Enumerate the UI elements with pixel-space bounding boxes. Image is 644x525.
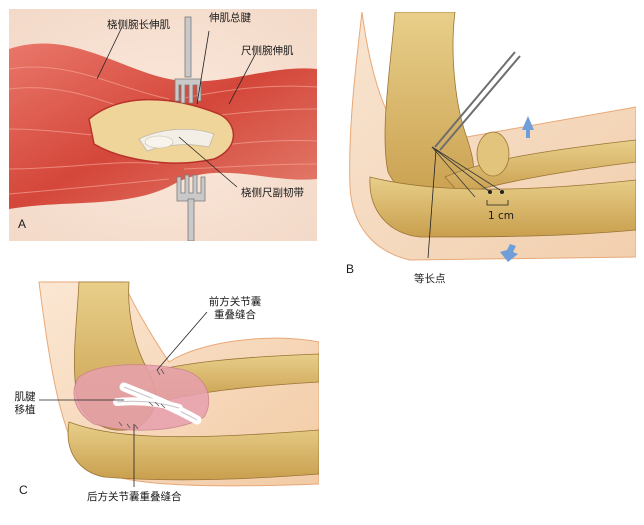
- label-isometric-point: 等长点: [414, 273, 446, 285]
- label-posterior-capsule: 后方关节囊重叠缝合: [87, 491, 182, 503]
- label-lucl: 桡侧尺副韧带: [241, 187, 304, 199]
- label-tendon-graft: 肌腱 移植: [11, 391, 39, 417]
- panel-a-letter: A: [18, 217, 27, 231]
- panel-c: 前方关节囊 重叠缝合 肌腱 移植 后方关节囊重叠缝合 C: [9, 252, 319, 504]
- label-ecrl: 桡侧腕长伸肌: [107, 19, 170, 31]
- panel-c-illustration: [38, 281, 319, 487]
- label-anterior-line1: 前方关节囊: [208, 296, 262, 308]
- panel-a-illustration: [9, 9, 317, 241]
- label-common-extensor: 伸肌总腱: [209, 12, 251, 24]
- label-anterior-line2: 重叠缝合: [214, 309, 256, 321]
- label-ecu: 尺侧腕伸肌: [241, 45, 294, 57]
- panel-c-letter: C: [19, 483, 28, 497]
- panel-b-letter: B: [346, 262, 355, 276]
- panel-b: 1 cm 等长点 B: [340, 12, 636, 285]
- panel-a: 桡侧腕长伸肌 伸肌总腱 尺侧腕伸肌 桡侧尺副韧带 A: [9, 9, 317, 241]
- panel-b-illustration: [340, 12, 636, 262]
- label-graft-line1: 肌腱: [14, 391, 36, 403]
- label-anterior-capsule: 前方关节囊 重叠缝合: [205, 296, 265, 322]
- label-graft-line2: 移植: [14, 404, 36, 416]
- label-1cm: 1 cm: [488, 210, 515, 222]
